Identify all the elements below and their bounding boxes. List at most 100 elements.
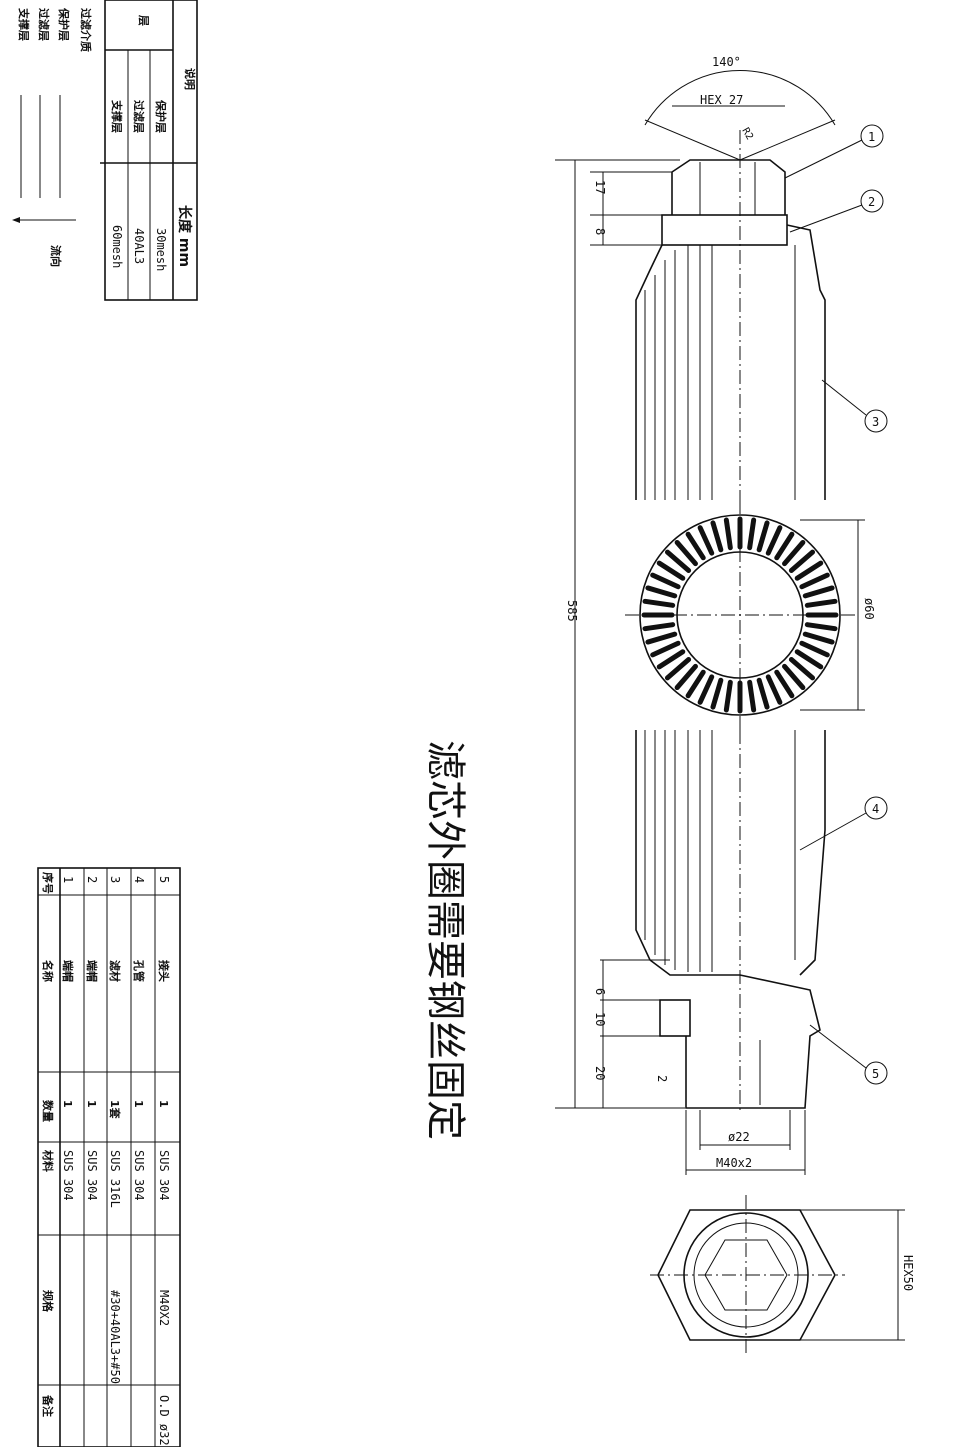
bom-cell-name: 滤材 — [108, 960, 122, 982]
balloons: 1 2 3 4 5 — [784, 124, 888, 1085]
pleat — [802, 585, 835, 599]
pleat — [664, 657, 692, 681]
bom-header: 材料 — [41, 1150, 55, 1172]
dim-8: 8 — [593, 228, 607, 235]
pleat — [723, 517, 733, 551]
dim-radius: R2 — [739, 126, 755, 142]
bom-cell-no: 2 — [85, 876, 99, 883]
layer-table: 说明 层 长度 mm 保护层 过滤层 支撑层 30mesh 40AL3 60me… — [100, 0, 198, 301]
dim-10: 10 — [593, 1012, 607, 1026]
bom-cell-no: 5 — [157, 876, 171, 883]
dim-hex-top: HEX 27 — [700, 93, 743, 107]
pleat — [650, 640, 681, 658]
dim-angle: 140° — [712, 55, 741, 69]
pleat — [788, 657, 816, 681]
bom-cell-name: 端帽 — [61, 960, 75, 982]
dim-17: 17 — [593, 180, 607, 194]
dim-length: 585 — [565, 600, 579, 622]
pleat — [642, 622, 676, 632]
filter-element-side-view: 585 140° HEX 27 R2 17 8 — [555, 55, 876, 1175]
balloon-4: 4 — [872, 802, 879, 816]
pleat — [664, 549, 692, 573]
bom-header: 名称 — [41, 960, 55, 982]
legend-item: 过滤层 — [37, 8, 51, 41]
balloon-3: 3 — [872, 415, 879, 429]
dim-2: 2 — [655, 1075, 669, 1082]
bom-cell-qty: 1 — [132, 1100, 145, 1108]
pleat — [756, 520, 770, 553]
pleat — [685, 669, 706, 699]
bom-cell-material: SUS 304 — [85, 1150, 99, 1201]
pleat — [804, 622, 838, 632]
pleat — [774, 669, 795, 699]
pleat-marks — [641, 516, 839, 714]
pleat — [697, 525, 715, 556]
bom-cell-no: 1 — [61, 876, 75, 883]
bom-header: 备注 — [41, 1394, 55, 1417]
drawing-title: 滤芯外圈需要钢丝固定 — [422, 740, 468, 1140]
bom-header: 规格 — [41, 1290, 55, 1313]
dim-thread: M40x2 — [716, 1156, 752, 1170]
bom-cell-name: 接头 — [157, 960, 171, 982]
bom-cell-qty: 1套 — [108, 1100, 122, 1120]
pleat — [674, 663, 698, 691]
pleat — [747, 679, 757, 713]
balloon-5: 5 — [872, 1067, 879, 1081]
bom-header: 序号 — [41, 872, 55, 894]
pleat — [756, 677, 770, 710]
header-desc: 说明 — [183, 68, 197, 90]
bom-cell-qty: 1 — [85, 1100, 98, 1108]
pleat — [799, 640, 830, 658]
pleat — [794, 560, 824, 581]
legend-title: 过滤介质 — [79, 8, 93, 52]
bom-cell-qty: 1 — [157, 1100, 170, 1108]
dim-dia22: ø22 — [728, 1130, 750, 1144]
end-view-hex: HEX50 — [650, 1195, 915, 1355]
pleat — [650, 572, 681, 590]
bom-cell-note: O.D ø32 — [157, 1395, 171, 1446]
bom-cell-name: 孔管 — [132, 960, 146, 982]
layer-name: 过滤层 — [132, 100, 146, 133]
pleat — [723, 679, 733, 713]
balloon-1: 1 — [868, 130, 875, 144]
dim-6: 6 — [593, 988, 607, 995]
bom-cell-name: 端帽 — [85, 960, 99, 982]
pleat — [782, 663, 806, 691]
pleat — [642, 598, 676, 608]
pleat — [656, 649, 686, 670]
pleat — [697, 674, 715, 705]
bom-cell-spec: M40X2 — [157, 1290, 171, 1326]
bom-cell-qty: 1 — [61, 1100, 74, 1108]
balloon-2: 2 — [868, 195, 875, 209]
dim-hex-bottom: HEX50 — [901, 1255, 915, 1291]
pleat — [645, 631, 678, 645]
bom-cell-material: SUS 304 — [132, 1150, 146, 1201]
bom-cell-spec: #30+40AL3+#50 — [108, 1290, 122, 1384]
bom-cell-no: 3 — [108, 876, 122, 883]
bom-cell-material: SUS 316L — [108, 1150, 122, 1208]
legend: 过滤介质 保护层 过滤层 支撑层 流向 — [12, 7, 93, 267]
pleat — [799, 572, 830, 590]
pleat — [674, 539, 698, 567]
layer-name: 支撑层 — [110, 99, 124, 133]
header-length: 长度 mm — [176, 205, 193, 267]
dim-dia60: ø60 — [862, 598, 876, 620]
pleat — [804, 598, 838, 608]
pleat — [774, 531, 795, 561]
layer-name: 保护层 — [154, 99, 168, 133]
bom-header: 数量 — [41, 1100, 55, 1122]
pleat — [802, 631, 835, 645]
pleat — [710, 677, 724, 710]
pleat — [794, 649, 824, 670]
bom-cell-no: 4 — [132, 876, 146, 883]
layer-spec: 60mesh — [110, 225, 124, 268]
pleat — [747, 517, 757, 551]
pleat — [765, 674, 783, 705]
bom-cell-material: SUS 304 — [61, 1150, 75, 1201]
pleat — [765, 525, 783, 556]
pleat — [710, 520, 724, 553]
legend-item: 支撑层 — [17, 7, 31, 41]
layer-spec: 30mesh — [154, 228, 168, 271]
